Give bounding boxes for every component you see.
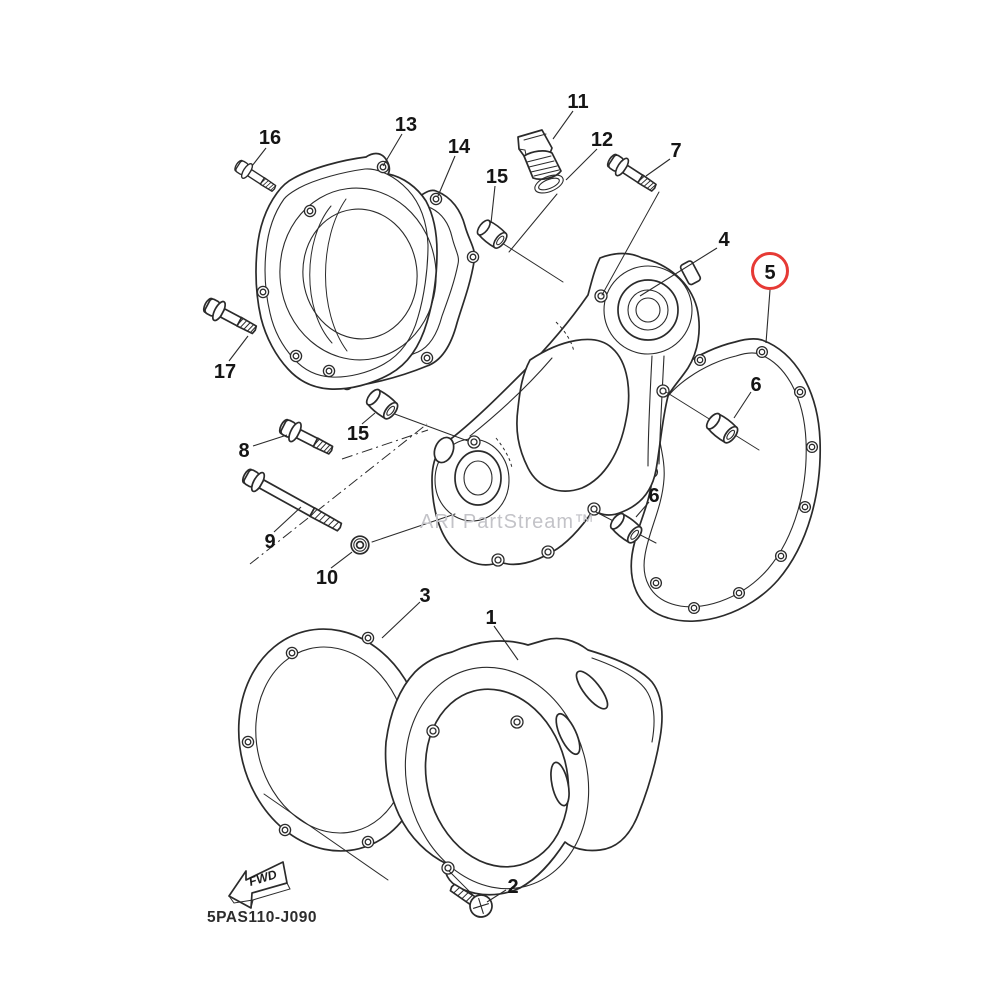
callout-number: 7 xyxy=(670,140,681,162)
callout-17[interactable]: 17 xyxy=(214,335,249,383)
callout-10[interactable]: 10 xyxy=(316,551,353,589)
callout-8[interactable]: 8 xyxy=(238,434,288,462)
callout-6[interactable]: 6 xyxy=(635,485,660,518)
drawing-code: 5PAS110-J090 xyxy=(207,909,317,926)
part-2-screw xyxy=(449,883,493,918)
callout-number: 11 xyxy=(567,91,588,113)
callout-leader-line xyxy=(381,601,421,639)
callout-leader-line xyxy=(486,889,507,903)
callout-number: 10 xyxy=(316,567,338,589)
part-15-collar-top xyxy=(473,216,511,252)
part-7-bolt xyxy=(603,149,661,198)
callout-leader-line xyxy=(273,506,302,533)
callout-leader-line xyxy=(635,501,650,518)
callout-number: 6 xyxy=(750,374,761,396)
callout-3[interactable]: 3 xyxy=(381,585,431,639)
callout-leader-line xyxy=(493,625,519,661)
callout-number: 1 xyxy=(485,607,496,629)
part-9-bolt-long xyxy=(238,464,347,538)
callout-leader-line xyxy=(252,434,288,447)
callout-number: 12 xyxy=(591,129,613,151)
callout-15[interactable]: 15 xyxy=(486,166,508,224)
callout-9[interactable]: 9 xyxy=(264,506,302,553)
highlight-circle xyxy=(751,252,789,290)
callout-16[interactable]: 16 xyxy=(251,127,281,167)
callout-leader-line xyxy=(645,158,671,177)
watermark-text: ARI PartStream™ xyxy=(420,511,595,533)
part-4-crankcase-cover-1 xyxy=(431,252,702,567)
callout-number: 13 xyxy=(395,114,417,136)
callout-leader-line xyxy=(437,155,456,197)
callout-number: 4 xyxy=(718,229,730,251)
callout-number: 16 xyxy=(259,127,281,149)
callout-7[interactable]: 7 xyxy=(645,140,682,177)
callout-1[interactable]: 1 xyxy=(485,607,519,661)
callout-11[interactable]: 11 xyxy=(552,91,589,140)
callout-number: 9 xyxy=(264,531,275,553)
callout-leader-line xyxy=(361,412,376,425)
callout-leader-line xyxy=(639,247,718,297)
callout-leader-line xyxy=(733,391,752,419)
part-13-crankcase-cover-2 xyxy=(255,152,438,390)
callout-5[interactable]: 5 xyxy=(751,252,789,344)
callout-4[interactable]: 4 xyxy=(639,229,730,297)
callout-number: 6 xyxy=(648,485,659,507)
callout-number: 2 xyxy=(507,876,518,898)
part-11-oil-plug xyxy=(517,129,562,181)
fwd-direction-arrow: FWD xyxy=(228,861,291,909)
part-12-o-ring xyxy=(534,174,564,194)
part-1-stator-cover xyxy=(384,637,663,896)
callout-14[interactable]: 14 xyxy=(437,136,471,197)
callout-leader-line xyxy=(330,551,353,569)
callout-number: 17 xyxy=(214,361,236,383)
part-10-washer xyxy=(350,535,370,555)
callout-leader-line xyxy=(228,335,249,362)
callout-number: 8 xyxy=(238,440,249,462)
callout-leader-line xyxy=(552,110,574,140)
callout-15[interactable]: 15 xyxy=(347,412,376,445)
part-8-bolt xyxy=(275,414,338,461)
callout-number: 5 xyxy=(764,262,775,284)
callout-leader-line xyxy=(490,185,496,224)
callout-number: 14 xyxy=(448,136,471,158)
callout-2[interactable]: 2 xyxy=(486,876,519,903)
callout-6[interactable]: 6 xyxy=(733,374,762,419)
part-15-collar-mid xyxy=(362,385,402,423)
callout-13[interactable]: 13 xyxy=(382,114,417,167)
callout-number: 15 xyxy=(347,423,369,445)
callout-leader-line xyxy=(765,289,771,344)
callout-number: 3 xyxy=(419,585,430,607)
callout-leader-line xyxy=(382,133,403,167)
callout-number: 15 xyxy=(486,166,508,188)
callout-12[interactable]: 12 xyxy=(565,129,613,181)
callout-leader-line xyxy=(565,148,598,181)
callout-leader-line xyxy=(251,147,267,167)
part-16-bolt xyxy=(231,156,280,197)
part-17-bolt xyxy=(199,293,261,341)
